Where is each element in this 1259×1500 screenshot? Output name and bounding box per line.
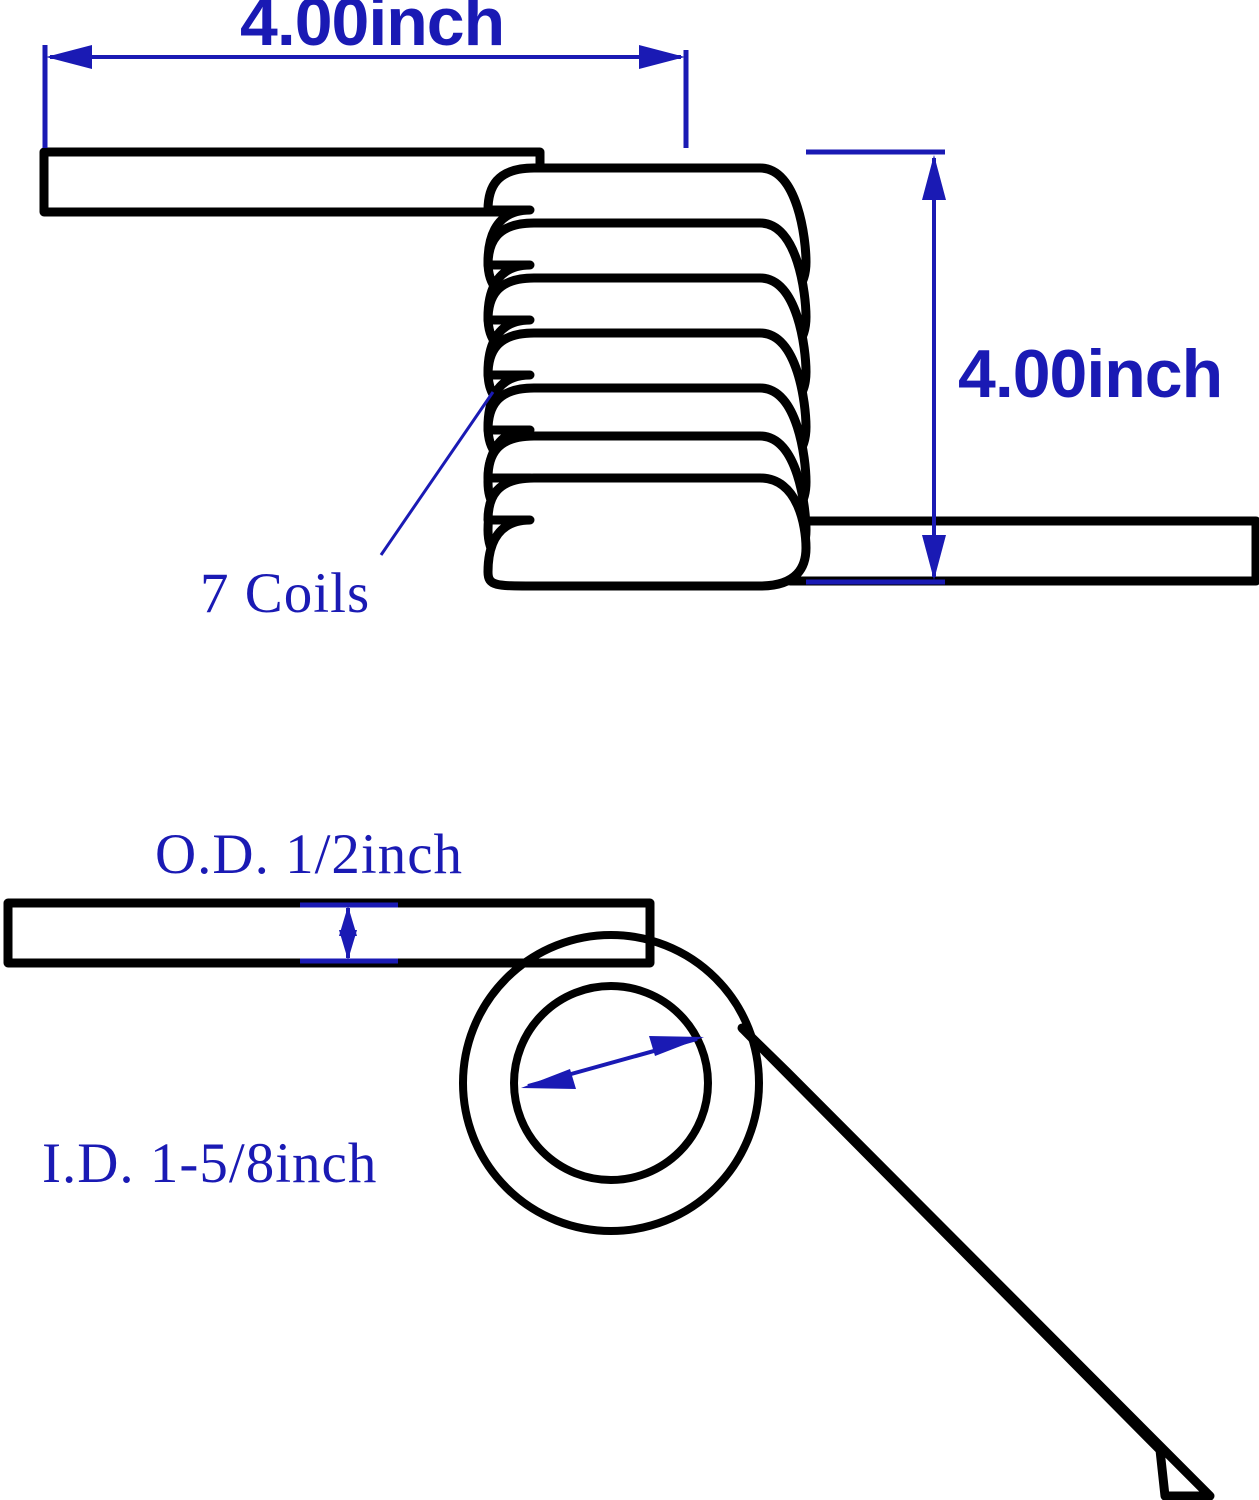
- coil-loop-7: [483, 473, 811, 591]
- lower-right-leg: [785, 516, 1259, 586]
- vertical-dimension-4inch: 4.00inch: [806, 149, 1223, 585]
- side-view-group: 4.00inch 4.00inch 7 Coils: [39, 0, 1259, 625]
- dim-label-body-height: 4.00inch: [958, 336, 1222, 412]
- od-arrow-up-icon: [339, 906, 357, 936]
- upper-left-leg: [39, 147, 545, 217]
- coil-count-leader-line: [379, 391, 495, 556]
- wire-diameter-label: O.D. 1/2inch: [155, 823, 463, 886]
- id-arrow-upper-right-icon: [649, 1036, 704, 1056]
- dim-arrow-right-icon: [639, 45, 685, 69]
- coil-outer-circle: [459, 931, 763, 1235]
- id-arrow-lower-left-icon: [521, 1069, 576, 1089]
- horizontal-dimension-4inch: 4.00inch: [42, 0, 689, 148]
- end-view-group: O.D. 1/2inch I.D. 1-5/8inch: [3, 823, 1215, 1500]
- coil-body: [483, 163, 811, 591]
- dim-arrow-left-icon: [46, 45, 92, 69]
- coil-inner-circle: [510, 982, 712, 1184]
- dim-arrow-down-icon: [922, 535, 946, 580]
- inner-diameter-dimension: I.D. 1-5/8inch: [42, 1036, 704, 1195]
- wire-diameter-dimension: O.D. 1/2inch: [155, 823, 463, 964]
- end-view-angled-leg: [737, 1023, 1215, 1500]
- coil-count-label: 7 Coils: [200, 562, 370, 625]
- inner-diameter-label: I.D. 1-5/8inch: [42, 1132, 377, 1195]
- dim-arrow-up-icon: [922, 155, 946, 200]
- end-view-horizontal-leg: [3, 898, 655, 968]
- coil-count-annotation: 7 Coils: [200, 391, 495, 625]
- dim-label-leg-length: 4.00inch: [240, 0, 504, 60]
- od-arrow-down-icon: [339, 930, 357, 960]
